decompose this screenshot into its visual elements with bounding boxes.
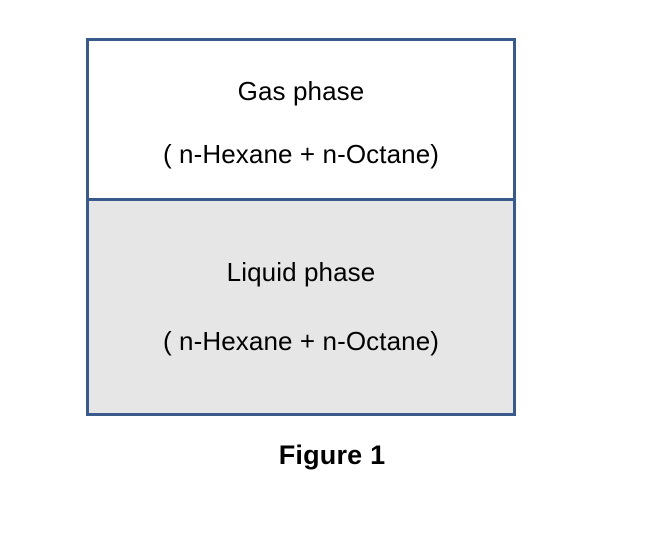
liquid-phase-title: Liquid phase	[226, 257, 376, 288]
figure-caption: Figure 1	[278, 440, 386, 470]
gas-phase-compartment: Gas phase ( n-Hexane + n-Octane)	[89, 41, 513, 201]
liquid-phase-compartment: Liquid phase ( n-Hexane + n-Octane)	[89, 201, 513, 413]
liquid-phase-composition: ( n-Hexane + n-Octane)	[162, 326, 440, 356]
gas-phase-composition: ( n-Hexane + n-Octane)	[162, 138, 440, 169]
phase-vessel-diagram: Gas phase ( n-Hexane + n-Octane) Liquid …	[86, 38, 516, 416]
gas-phase-title: Gas phase	[237, 75, 365, 106]
